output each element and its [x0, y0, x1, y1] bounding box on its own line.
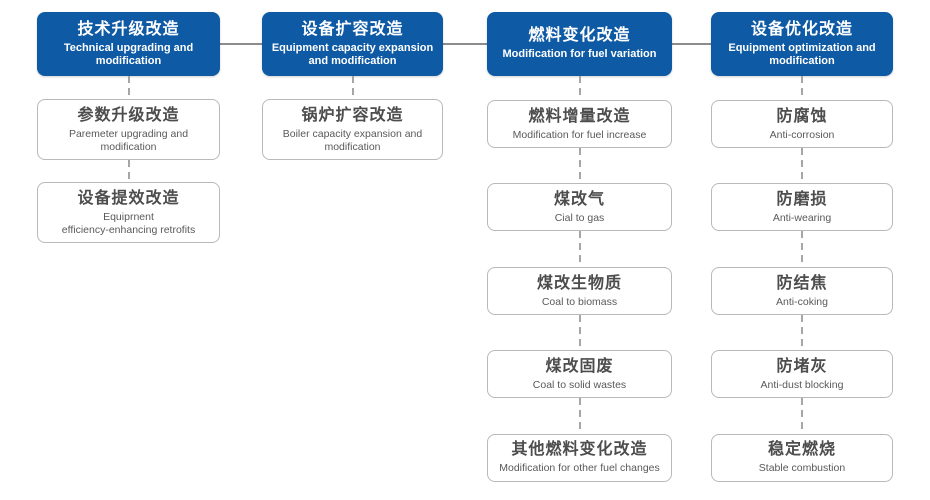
subcategory-title-zh: 煤改生物质 — [536, 274, 622, 292]
subcategory-title-zh: 设备提效改造 — [77, 190, 180, 208]
connector-dashed-line — [801, 231, 803, 267]
subcategory-title-en: Modification for other fuel changes — [499, 462, 660, 475]
connector-dashed-line — [127, 160, 130, 183]
subcategory-box: 稳定燃烧 Stable combustion — [711, 433, 893, 482]
connector-dashed-line — [578, 231, 581, 267]
category-title-en: Technical upgrading and modification — [63, 41, 194, 67]
category-column-equipment-expansion: 设备扩容改造 Equipment capacity expansion and m… — [262, 0, 443, 500]
subcategory-box: 其他燃料变化改造 Modification for other fuel chan… — [487, 433, 672, 482]
category-column-fuel-variation: 燃料变化改造 Modification for fuel variation 燃料增… — [487, 0, 672, 500]
connector-dashed-line — [578, 76, 581, 100]
subcategory-title-en: Paremeter upgrading and modification — [68, 127, 189, 153]
category-column-technical-upgrading: 技术升级改造 Technical upgrading and modificati… — [37, 0, 220, 500]
subcategory-box: 锅炉扩容改造 Boiler capacity expansion and modi… — [262, 99, 443, 160]
category-title-zh: 技术升级改造 — [77, 20, 180, 38]
subcategory-box: 燃料增量改造 Modification for fuel increase — [487, 100, 672, 148]
subcategory-box: 防腐蚀 Anti-corrosion — [711, 100, 893, 148]
subcategory-title-zh: 防腐蚀 — [776, 107, 828, 125]
category-header-equipment-optimization: 设备优化改造 Equipment optimization and modific… — [711, 12, 893, 76]
category-column-equipment-optimization: 设备优化改造 Equipment optimization and modific… — [711, 0, 893, 500]
subcategory-title-zh: 煤改固废 — [545, 357, 614, 375]
connector-dashed-line — [801, 76, 803, 100]
subcategory-box: 防堵灰 Anti-dust blocking — [711, 350, 893, 399]
category-title-en: Equipment optimization and modification — [728, 41, 876, 67]
subcategory-title-zh: 其他燃料变化改造 — [511, 441, 648, 459]
category-title-en: Equipment capacity expansion and modific… — [271, 41, 434, 67]
subcategory-title-en: Boiler capacity expansion and modificati… — [282, 127, 423, 153]
connector-dashed-line — [578, 314, 581, 351]
subcategory-title-en: Cial to gas — [554, 212, 605, 225]
connector-dashed-line — [578, 398, 581, 434]
subcategory-box: 煤改固废 Coal to solid wastes — [487, 350, 672, 399]
subcategory-title-en: Anti-coking — [776, 295, 828, 308]
connector-dashed-line — [801, 314, 803, 351]
subcategory-title-en: Anti-corrosion — [769, 128, 835, 141]
subcategory-title-en: Stable combustion — [758, 462, 846, 475]
subcategory-box: 防结焦 Anti-coking — [711, 266, 893, 315]
subcategory-title-en: Coal to biomass — [541, 295, 618, 308]
subcategory-box: 煤改气 Cial to gas — [487, 183, 672, 232]
connector-dashed-line — [351, 76, 354, 99]
category-title-zh: 设备扩容改造 — [301, 20, 404, 38]
subcategory-title-zh: 煤改气 — [553, 191, 605, 209]
subcategory-title-zh: 防磨损 — [776, 191, 828, 209]
subcategory-title-en: Coal to solid wastes — [532, 378, 627, 391]
subcategory-box: 参数升级改造 Paremeter upgrading and modificati… — [37, 99, 220, 160]
connector-dashed-line — [578, 148, 581, 184]
subcategory-title-zh: 燃料增量改造 — [528, 107, 631, 125]
category-header-technical-upgrading: 技术升级改造 Technical upgrading and modificati… — [37, 12, 220, 76]
connector-dashed-line — [801, 398, 803, 434]
subcategory-title-en: Anti-wearing — [772, 212, 832, 225]
subcategory-title-en: Anti-dust blocking — [760, 378, 844, 391]
subcategory-title-zh: 防结焦 — [776, 274, 828, 292]
category-title-zh: 设备优化改造 — [750, 20, 853, 38]
subcategory-box: 煤改生物质 Coal to biomass — [487, 266, 672, 315]
subcategory-title-en: Modification for fuel increase — [512, 128, 647, 141]
connector-horizontal-line — [128, 43, 802, 45]
subcategory-box: 防磨损 Anti-wearing — [711, 183, 893, 232]
category-title-en: Modification for fuel variation — [502, 48, 657, 61]
subcategory-title-zh: 参数升级改造 — [77, 106, 180, 124]
connector-dashed-line — [127, 76, 130, 99]
subcategory-title-zh: 锅炉扩容改造 — [301, 106, 404, 124]
subcategory-box: 设备提效改造 Equiprnent efficiency-enhancing re… — [37, 182, 220, 244]
category-title-zh: 燃料变化改造 — [528, 27, 631, 45]
connector-dashed-line — [801, 148, 803, 184]
subcategory-title-en: Equiprnent efficiency-enhancing retrofit… — [61, 211, 196, 236]
subcategory-title-zh: 稳定燃烧 — [767, 441, 836, 459]
category-header-equipment-expansion: 设备扩容改造 Equipment capacity expansion and m… — [262, 12, 443, 76]
category-header-fuel-variation: 燃料变化改造 Modification for fuel variation — [487, 12, 672, 76]
subcategory-title-zh: 防堵灰 — [776, 357, 828, 375]
